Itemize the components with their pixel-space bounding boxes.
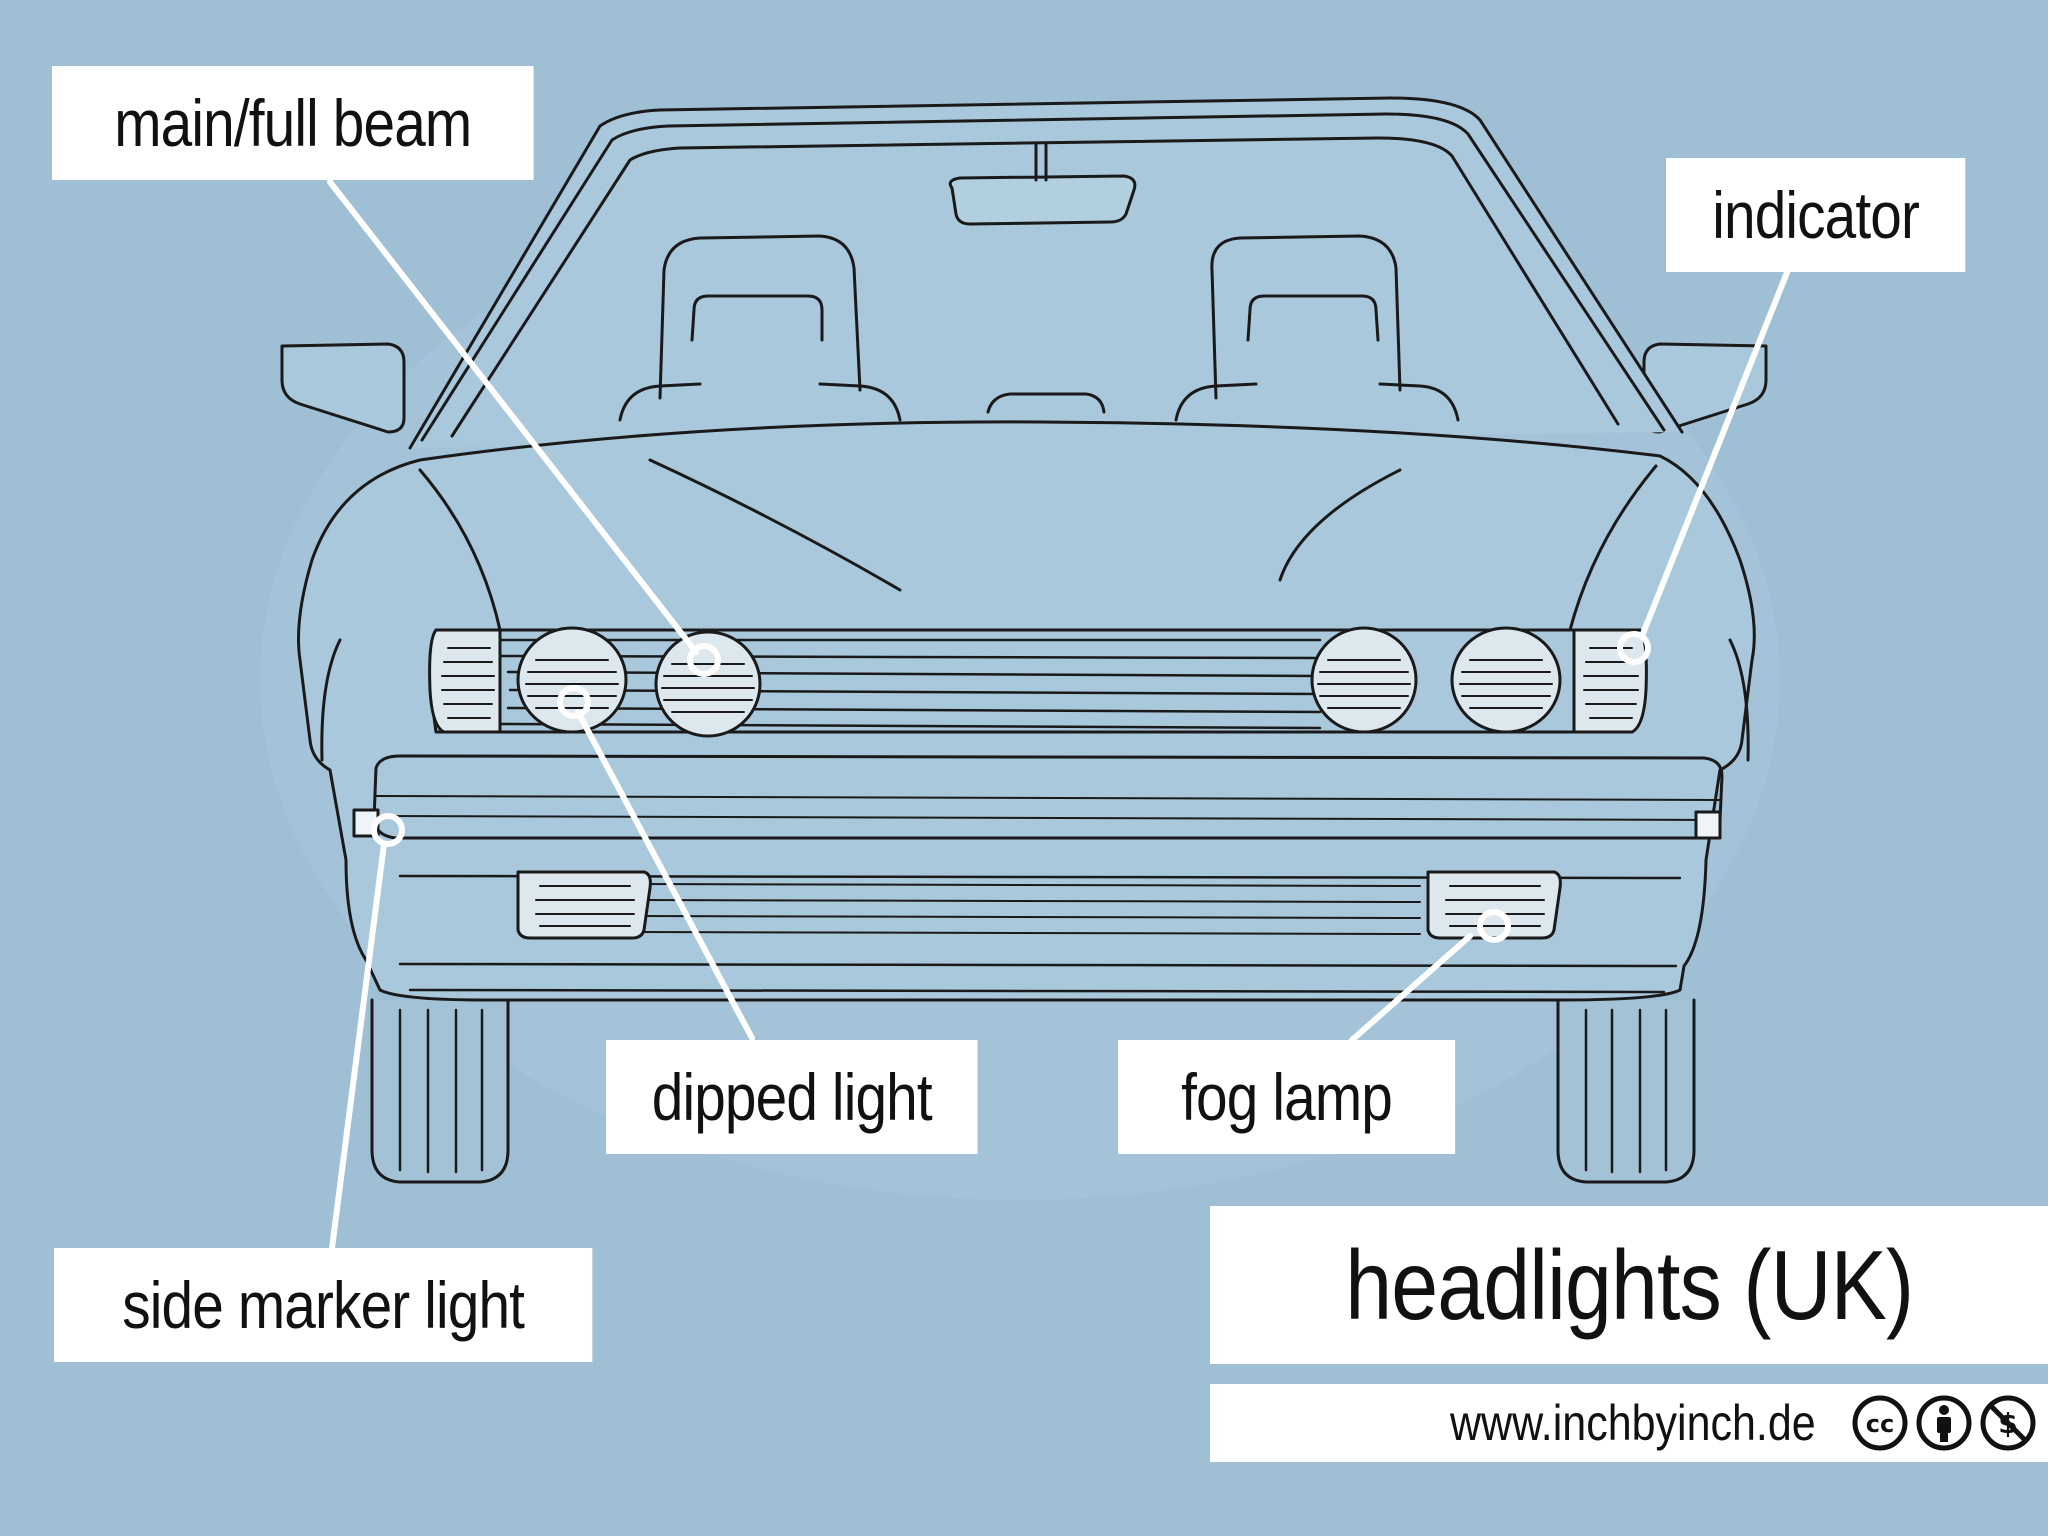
leader-dipped-light [575,709,755,1041]
marker-dipped-light [557,685,591,719]
marker-main-beam [687,643,721,677]
round-lamp-1 [516,626,628,734]
car-illustration [280,96,1768,1184]
left-wheel [370,998,510,1184]
marker-indicator [1617,631,1651,665]
marker-side-marker [371,813,405,847]
noncommercial-icon: $ [1980,1395,2036,1451]
fog-lamp-left [516,870,652,940]
label-indicator-text: indicator [1712,178,1920,252]
leader-indicator [1639,267,1791,639]
rearview-mirror [948,142,1137,226]
round-lamp-2 [654,630,762,738]
side-marker-right [1694,810,1722,840]
label-main-full-beam: main/full beam [52,66,534,180]
grille [488,638,1322,730]
indicator-lamp [1572,628,1648,734]
label-side-marker-light-text: side marker light [122,1268,525,1342]
hood-crease-left [418,468,502,632]
round-lamp-4 [1450,626,1562,734]
label-main-full-beam-text: main/full beam [114,86,472,160]
label-dipped-light: dipped light [606,1040,978,1154]
right-wheel [1556,998,1696,1184]
left-seat [658,234,862,400]
label-indicator: indicator [1666,158,1966,272]
label-fog-lamp: fog lamp [1118,1040,1456,1154]
label-dipped-light-text: dipped light [651,1060,933,1134]
leader-side-marker [329,841,387,1251]
svg-text:cc: cc [1866,1410,1894,1438]
windshield [450,136,1620,438]
fog-lamp-right [1426,870,1562,940]
left-mirror [280,342,406,434]
license-icons: cc $ [1852,1395,2036,1451]
footer-box: www.inchbyinch.de cc $ [1210,1384,2048,1462]
website-link[interactable]: www.inchbyinch.de [1450,1395,1816,1451]
leader-lines [327,179,1791,1251]
cc-icon: cc [1852,1395,1908,1451]
round-lamp-3 [1310,626,1418,734]
marker-fog-lamp [1477,909,1511,943]
cabin-roof [408,96,1684,450]
leader-fog-lamp [1349,933,1473,1043]
page-title: headlights (UK) [1345,1229,1914,1340]
right-seat [1210,234,1402,400]
attribution-icon [1916,1395,1972,1451]
label-side-marker-light: side marker light [54,1248,593,1362]
center-console [986,392,1106,414]
hood-crease-right [1568,464,1658,632]
leader-main-beam [327,179,699,655]
title-box: headlights (UK) [1210,1206,2048,1364]
label-fog-lamp-text: fog lamp [1181,1060,1393,1134]
